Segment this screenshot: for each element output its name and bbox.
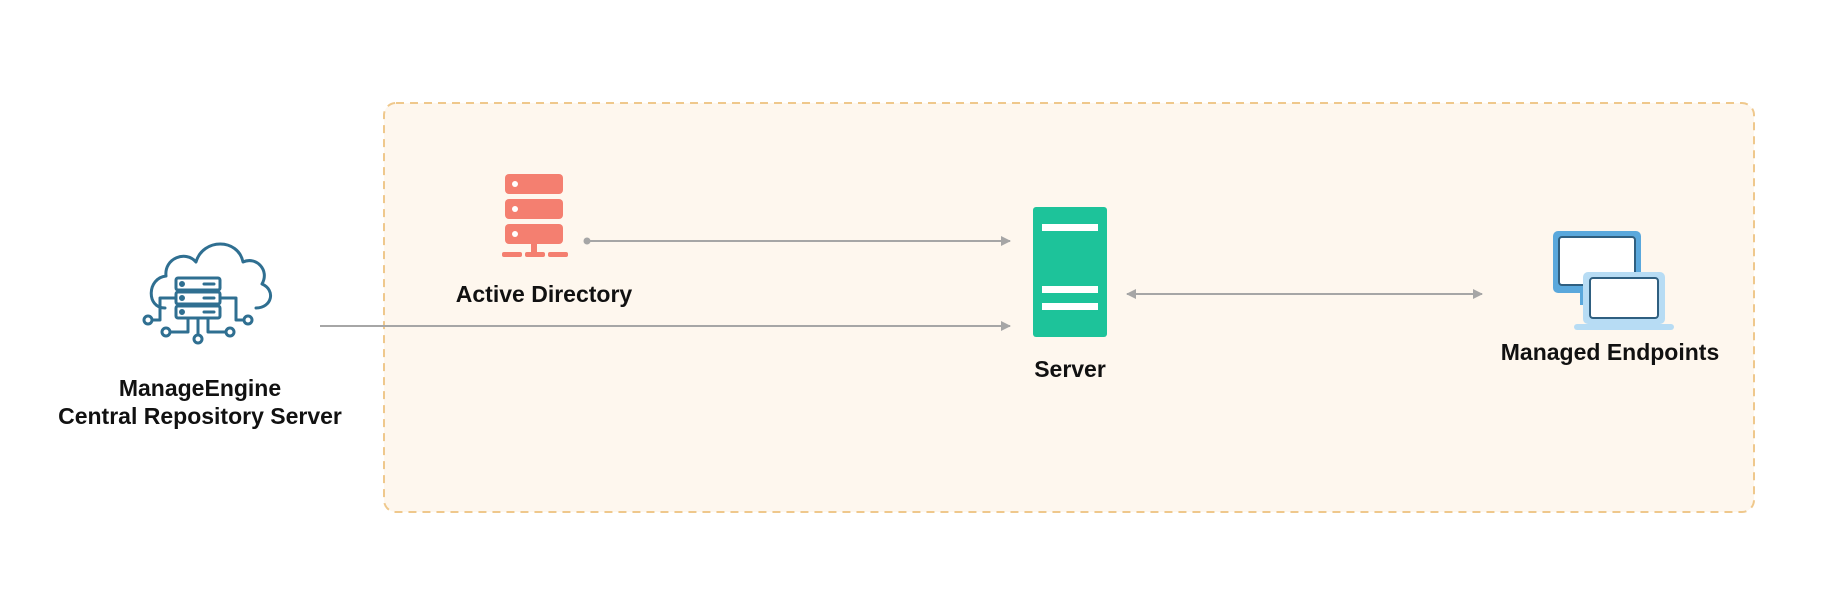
central-repository-label-line-2: Central Repository Server [58,403,342,429]
cloud-server-icon [142,242,272,345]
active-directory-label: Active Directory [455,281,633,307]
monitors-icon [1553,231,1674,330]
server-stack-icon [502,174,568,257]
server-label: Server [1034,356,1106,382]
server-tower-icon [1033,207,1107,337]
central-repository-server-label: ManageEngine Central Repository Server [40,374,360,430]
arrow-start-dot [583,237,591,245]
central-repository-label-line-1: ManageEngine [118,375,282,401]
managed-endpoints-label: Managed Endpoints [1500,339,1720,365]
